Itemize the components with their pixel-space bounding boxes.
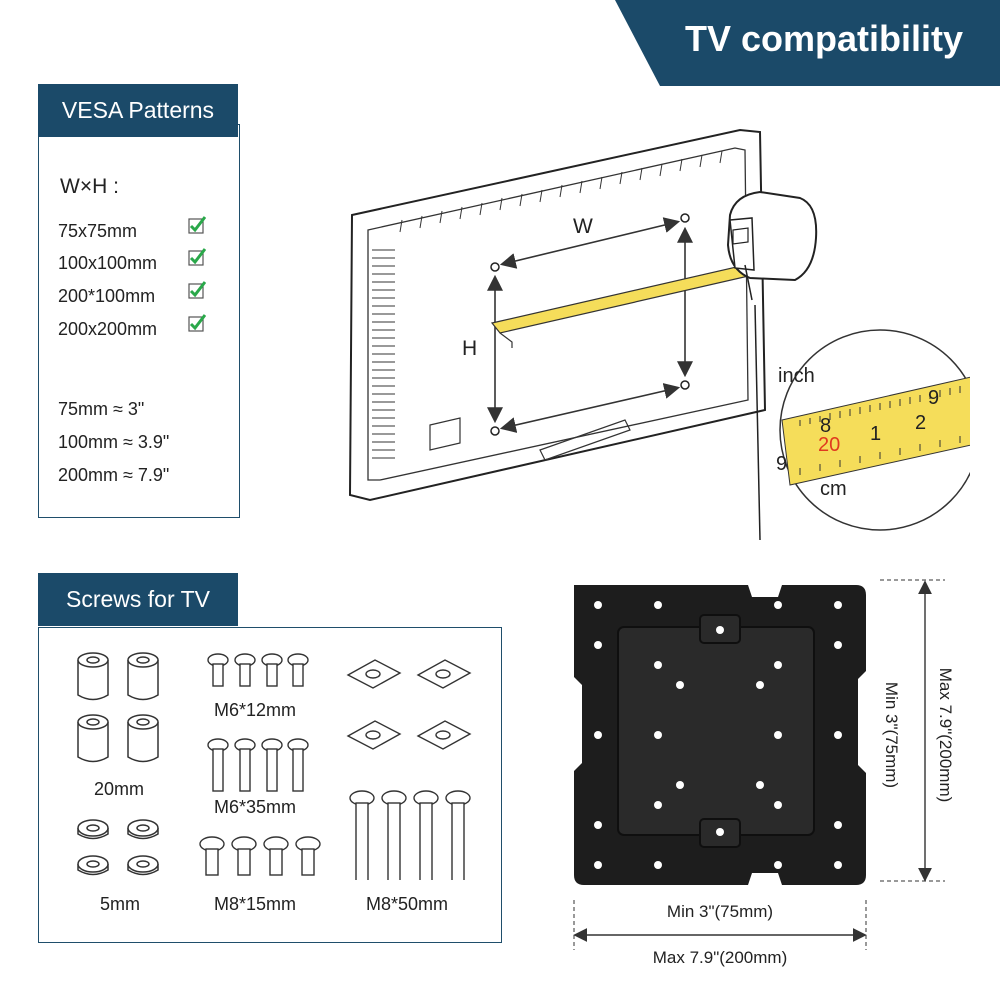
min-vertical-label: Min 3"(75mm)	[882, 682, 901, 788]
tv-back-diagram: 8 9 9 20 1 2 W H inch cm	[348, 128, 970, 540]
washer-plate-icon	[346, 659, 472, 750]
spacer-long-label: 20mm	[94, 779, 145, 799]
spacer-short-label: 5mm	[100, 894, 140, 914]
vesa-hole	[680, 213, 690, 223]
m8-15-label: M8*15mm	[214, 894, 297, 914]
check-icon	[188, 216, 206, 234]
vesa-panel	[38, 124, 240, 518]
vesa-hole	[490, 262, 500, 272]
tape-number: 8	[820, 415, 831, 437]
pattern-75: 75x75mm	[58, 221, 138, 241]
vesa-tab: VESA Patterns	[38, 84, 238, 137]
w-label: W	[573, 215, 593, 238]
tape-measure-icon	[726, 190, 818, 540]
conversion-75: 75mm ≈ 3"	[58, 399, 145, 419]
cm-label: cm	[820, 478, 847, 500]
check-icon	[188, 281, 206, 299]
m6-12-label: M6*12mm	[214, 700, 297, 720]
check-icon	[188, 314, 206, 332]
tape-number: 2	[915, 412, 926, 434]
pattern-200: 200x200mm	[58, 319, 158, 339]
w-arrow	[499, 217, 681, 269]
screw-m8-50-icon	[349, 790, 471, 880]
screw-m6-35-icon	[207, 738, 309, 792]
screw-m8-15-icon	[199, 836, 321, 876]
tape-number: 9	[928, 387, 939, 409]
h-label: H	[462, 337, 477, 360]
pattern-100: 100x100mm	[58, 253, 158, 273]
tape-number: 9	[776, 453, 787, 475]
max-horizontal-label: Max 7.9"(200mm)	[653, 948, 788, 967]
screw-m6-12-icon	[207, 653, 309, 687]
bottom-arrow	[499, 383, 681, 433]
m6-35-label: M6*35mm	[214, 797, 297, 817]
m8-50-label: M8*50mm	[366, 894, 449, 914]
tape-number: 20	[818, 434, 840, 456]
vesa-hole	[490, 426, 500, 436]
inch-label: inch	[778, 365, 815, 387]
conversion-200: 200mm ≈ 7.9"	[58, 465, 170, 485]
screws-tab: Screws for TV	[38, 573, 238, 626]
mounting-plate: Min 3"(75mm) Max 7.9"(200mm) Min 3"(75mm…	[573, 579, 955, 967]
pattern-heading: W×H :	[60, 175, 119, 198]
header-banner: TV compatibility	[615, 0, 1000, 86]
pattern-200x100: 200*100mm	[58, 286, 156, 306]
page-title: TV compatibility	[685, 18, 964, 59]
min-horizontal-label: Min 3"(75mm)	[667, 902, 773, 921]
tape-magnifier: 8 9 9 20 1 2	[776, 329, 970, 531]
max-vertical-label: Max 7.9"(200mm)	[936, 668, 955, 803]
spacer-short-icon	[77, 819, 159, 876]
screws-illustration	[77, 652, 472, 880]
conversion-100: 100mm ≈ 3.9"	[58, 432, 170, 452]
spacer-long-icon	[77, 652, 159, 763]
vesa-hole	[680, 380, 690, 390]
check-icon	[188, 248, 206, 266]
tape-number: 1	[870, 423, 881, 445]
banner-shape	[615, 0, 1000, 86]
